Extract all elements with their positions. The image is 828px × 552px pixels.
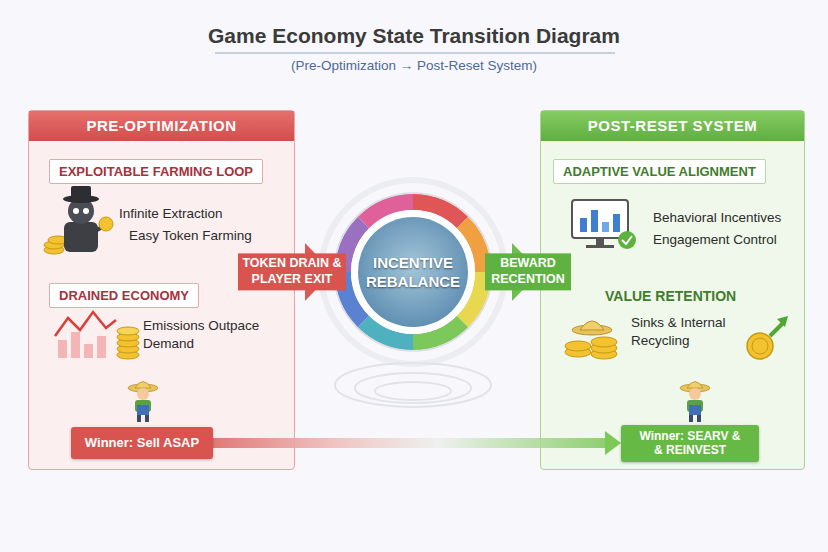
card-text: Emissions Outpace Demand <box>143 317 263 352</box>
coin-growth-icon <box>747 316 788 359</box>
ring-edge <box>334 193 492 351</box>
card-text: Sinks & Internal Recycling <box>631 314 749 349</box>
card-text: Infinite Extraction <box>119 205 223 223</box>
panel-ground <box>540 110 805 470</box>
winner-text: Winner: SEARV & & REINVEST <box>634 429 746 458</box>
flow-arrow <box>213 438 605 448</box>
card-heading: EXPLOITABLE FARMING LOOP <box>49 159 263 184</box>
circle-outline <box>333 192 493 352</box>
winner-text: Winner: Sell ASAP <box>85 435 199 451</box>
arrow-label: TOKEN DRAIN & PLAYER EXIT <box>238 253 346 290</box>
farmer-figure <box>680 382 710 423</box>
circle-label: INCENTIVE REBALANCE <box>363 192 463 352</box>
farmer-figure <box>128 382 158 423</box>
card-heading: VALUE RETENTION <box>605 288 736 304</box>
circle-disc <box>358 217 468 327</box>
panel-header: POST-RESET SYSTEM <box>541 111 804 141</box>
state-panel: POST-RESET SYSTEM ADAPTIVE VALUE ALIGNMEN… <box>540 110 805 470</box>
card-heading: ADAPTIVE VALUE ALIGNMENT <box>553 159 766 184</box>
winner-badge: Winner: Sell ASAP <box>71 427 213 459</box>
halo-ring <box>321 180 505 364</box>
arrow-label: BEWARD RECENTION <box>485 253 571 290</box>
card-heading: DRAINED ECONOMY <box>49 283 199 308</box>
winner-badge: Winner: SEARV & & REINVEST <box>621 425 759 462</box>
card-text: Behavioral Incentives <box>653 209 781 227</box>
card-text: Easy Token Farming <box>129 227 252 245</box>
state-card: ADAPTIVE VALUE ALIGNMENT Behavioral Incen… <box>549 153 799 263</box>
monitor-icon <box>572 200 636 249</box>
state-card: VALUE RETENTION Sinks & Internal Recyclin… <box>549 286 799 371</box>
falling-chart-icon <box>55 312 139 359</box>
diagram-subtitle: (Pre-Optimization → Post-Reset System) <box>0 58 828 73</box>
title-rule <box>215 53 615 54</box>
diagram-title: Game Economy State Transition Diagram <box>0 24 828 48</box>
panel-header: PRE-OPTIMIZATION <box>29 111 294 141</box>
card-text: Engagement Control <box>653 231 777 249</box>
ring-gap <box>351 210 475 334</box>
state-card: EXPLOITABLE FARMING LOOP Infinite Extract… <box>43 153 289 261</box>
ripple-arcs <box>335 363 491 407</box>
robot-icon <box>44 186 113 254</box>
transition-circle: INCENTIVE REBALANCE <box>333 192 493 352</box>
state-card: DRAINED ECONOMY Emissions Outpace Demand <box>43 279 289 369</box>
coin-pile-icon <box>565 321 617 359</box>
